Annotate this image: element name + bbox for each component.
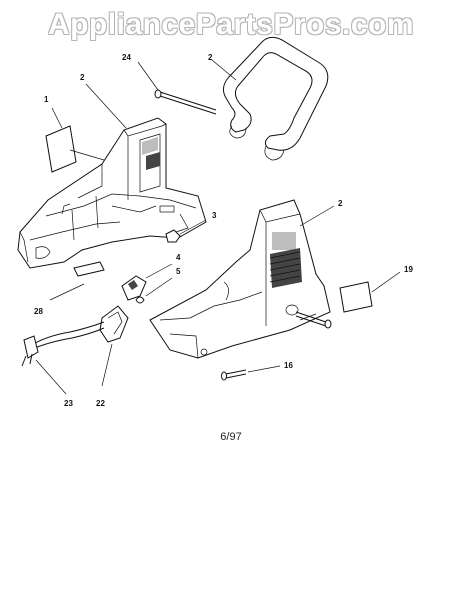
callout-24: 24 bbox=[122, 53, 131, 62]
callout-4: 4 bbox=[176, 253, 181, 262]
strain-relief-part-22 bbox=[99, 305, 129, 387]
callout-1: 1 bbox=[44, 95, 49, 104]
power-cord-part-23 bbox=[21, 321, 105, 395]
callout-handle: 2 bbox=[208, 53, 213, 62]
handle-part bbox=[222, 36, 329, 161]
bolt-part-24 bbox=[137, 61, 217, 115]
nut-part-3 bbox=[165, 219, 207, 243]
screw-right bbox=[295, 311, 332, 329]
right-housing-part bbox=[149, 199, 335, 359]
label-part-1 bbox=[45, 107, 105, 173]
callout-23: 23 bbox=[64, 399, 73, 408]
callout-22: 22 bbox=[96, 399, 105, 408]
watermark: AppliancePartsPros.com bbox=[47, 8, 415, 41]
callout-2-right: 2 bbox=[338, 199, 343, 208]
callout-19: 19 bbox=[404, 265, 413, 274]
left-housing-part bbox=[17, 117, 207, 269]
date-code: 6/97 bbox=[220, 431, 242, 443]
spring-part-5 bbox=[135, 277, 173, 304]
label-part-28 bbox=[49, 261, 105, 301]
switch-part-4 bbox=[121, 263, 173, 301]
callout-2-left: 2 bbox=[80, 73, 85, 82]
label-part-19 bbox=[339, 271, 401, 313]
callout-3: 3 bbox=[212, 211, 217, 220]
leader-handle bbox=[211, 59, 237, 81]
callout-5: 5 bbox=[176, 267, 181, 276]
callout-28: 28 bbox=[34, 307, 43, 316]
leader-2-left bbox=[85, 83, 127, 129]
screw-part-16 bbox=[221, 365, 281, 381]
callout-16: 16 bbox=[284, 361, 293, 370]
